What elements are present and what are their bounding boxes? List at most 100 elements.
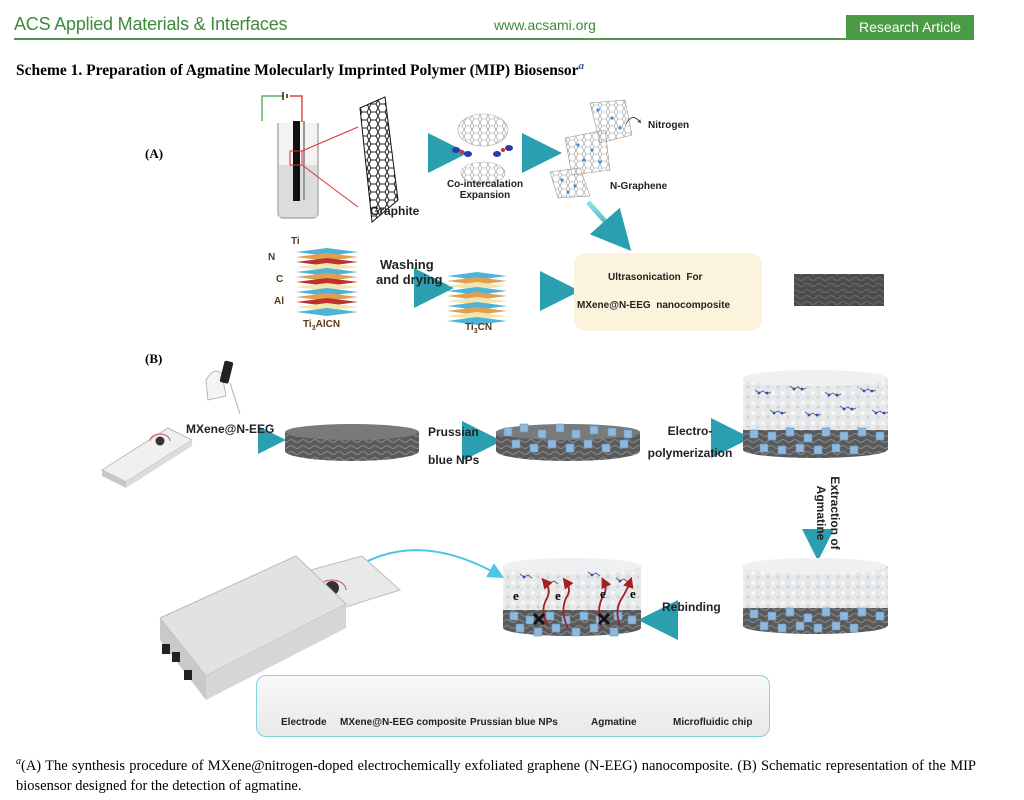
stack-layer [447,317,507,325]
stack-layer [296,248,358,256]
ti3alcn-sub: 3 [311,325,316,332]
label-extraction-line1: Extraction of [828,476,842,550]
blocked-x-marks [532,612,611,626]
prussian-blue-cube [579,611,589,621]
mip-template-disk [743,370,889,458]
stack-layer [447,292,507,300]
label-step-extraction: Extraction of Agmatine [814,468,842,558]
nitrogen-atom [765,391,769,395]
footnote-marker-caption: a [16,756,21,767]
nitrogen-atom [800,387,804,391]
ti3alcn-a: Ti [303,319,312,330]
layer-label-n: N [268,252,276,263]
stack-layer [296,278,358,286]
stack-layer [447,307,507,315]
label-electro-line1: Electro- [667,424,713,438]
footnote-marker[interactable]: a [578,60,585,72]
scheme-title: Scheme 1. Preparation of Agmatine Molecu… [16,60,584,80]
nitrogen-atom [807,413,811,417]
ti3cn-b: CN [477,322,493,333]
footnote-text: (A) The synthesis procedure of MXene@nit… [16,757,976,794]
stack-layer [296,283,358,291]
stack-layer [447,312,507,320]
cointercalation-icon [452,113,513,185]
ti3alcn-b: AlCN [315,319,341,330]
prussian-blue-cube [821,427,831,437]
prussian-blue-cube [571,627,581,637]
stack-layer [296,268,358,276]
ultrasonication-box: Ultrasonication For MXene@N-EEG nanocomp… [574,253,762,331]
nanocomposite-image [794,274,884,306]
layer-label-ti: Ti [291,236,300,247]
label-nitrogen: Nitrogen [648,120,690,131]
prussian-blue-cube [537,429,547,439]
agmatine-molecule [519,573,533,579]
prussian-blue-cube [609,627,619,637]
prussian-blue-cube [525,615,535,625]
prussian-blue-cube [571,429,581,439]
label-cointercalation: Co-intercalation Expansion [441,179,529,201]
prussian-blue-cube [803,613,813,623]
prussian-blue-cube [607,427,617,437]
stack-layer [447,297,507,305]
layer-label-c: C [276,274,284,285]
prussian-blue-cube [565,443,575,453]
prussian-blue-cube [767,611,777,621]
scheme-footnote: a(A) The synthesis procedure of MXene@ni… [16,752,976,796]
prussian-blue-cube [857,607,867,617]
prussian-blue-cube [627,615,637,625]
prussian-blue-cube [813,623,823,633]
prussian-blue-cube [821,607,831,617]
nitrogen-atom [780,411,784,415]
nitrogen-atom [757,391,761,395]
panel-b-label: (B) [145,351,163,366]
label-step-electropolymerization: Electro- polymerization [644,420,736,464]
label-n-graphene: N-Graphene [610,181,668,192]
nitrogen-atom [882,411,886,415]
label-prussian-line2: blue NPs [428,453,480,467]
ti3cn-a: Ti [465,322,474,333]
nitrogen-atom [590,573,594,577]
stack-layer [296,273,358,281]
prussian-blue-cube [749,429,759,439]
stack-layer [296,303,358,311]
label-ti3cn: Ti3CN [465,322,492,335]
nitrogen-atom [842,407,846,411]
prussian-blue-cube [545,611,555,621]
prussian-blue-cube [529,443,539,453]
prussian-blue-cube [831,443,841,453]
prussian-blue-cube [547,439,557,449]
label-washing: Washing and drying [376,257,442,287]
prussian-blue-cube [857,427,867,437]
prussian-blue-cube [795,621,805,631]
electron-label-2: e [555,588,561,603]
prussian-blue-cube [601,443,611,453]
stack-layer [296,258,358,266]
legend-agmatine: Agmatine [591,717,637,728]
nitrogen-atom [548,581,552,585]
mxene-disk [285,424,419,461]
pipette-icon [205,360,241,415]
stack-layer [296,308,358,316]
legend-box [256,675,770,737]
prussian-blue-cube [533,627,543,637]
label-electro-line2: polymerization [647,446,733,460]
journal-url[interactable]: www.acsami.org [494,17,596,33]
prussian-blue-cube [777,445,787,455]
stack-layer [296,293,358,301]
stack-layer [447,302,507,310]
label-step-mxene: MXene@N-EEG [186,422,275,436]
pb-disk [496,423,640,461]
prussian-blue-cube [555,423,565,433]
stack-layer [296,288,358,296]
ti3alcn-stack-icon [296,248,358,316]
nitrogen-atom [618,579,622,583]
ti3cn-sub: 3 [473,328,478,335]
nitrogen-atom [772,411,776,415]
prussian-blue-cube [803,433,813,443]
prussian-blue-cube [875,431,885,441]
label-step-rebinding: Rebinding [662,600,721,614]
prussian-blue-cube [759,443,769,453]
prussian-blue-cube [777,623,787,633]
microfluidic-device-icon [159,555,401,700]
